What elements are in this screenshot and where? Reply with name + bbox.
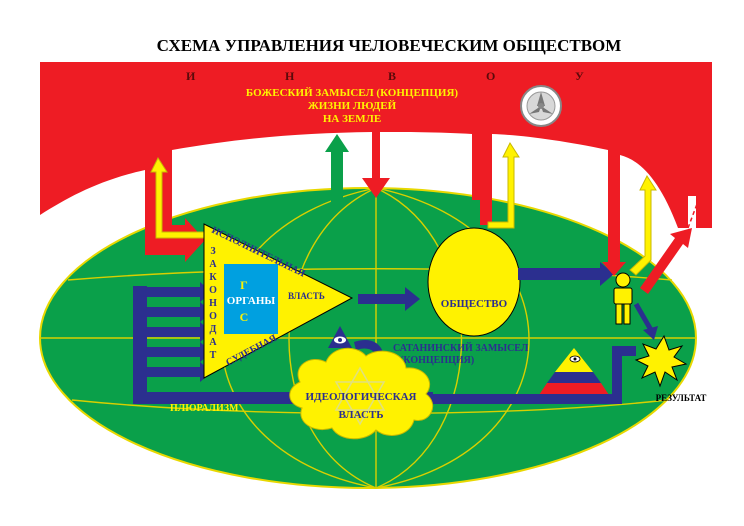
eye-triangle-icon [328, 326, 352, 348]
diagram-title: СХЕМА УПРАВЛЕНИЯ ЧЕЛОВЕЧЕСКИМ ОБЩЕСТВОМ [157, 36, 622, 55]
ideology-cloud [289, 347, 434, 440]
satanic-concept-line2: (КОНЦЕПЦИЯ) [400, 355, 474, 366]
power-label: ВЛАСТЬ [288, 291, 325, 301]
ideology-line2: ВЛАСТЬ [338, 409, 383, 421]
pluralism-label: ПЛЮРАЛИЗМ [170, 403, 239, 414]
leg-letter-7: Д [210, 324, 217, 335]
leg-letter-3: К [209, 272, 217, 283]
banner-letter-5: У [575, 69, 584, 83]
society-label: ОБЩЕСТВО [441, 298, 508, 310]
leg-letter-6: О [209, 311, 217, 322]
result-label: РЕЗУЛЬТАТ [656, 393, 707, 403]
organs-label: ОРГАНЫ [227, 295, 276, 307]
organs-box [224, 264, 278, 334]
arrow-to-society [358, 287, 420, 311]
organs-s: С [240, 310, 249, 324]
leg-letter-5: Н [209, 298, 217, 309]
arrow-to-person [518, 262, 614, 286]
dashed-line [687, 195, 701, 229]
satanic-concept-line1: САТАНИНСКИЙ ЗАМЫСЕЛ [393, 342, 529, 354]
banner-letter-2: Н [285, 69, 295, 83]
ideology-line1: ИДЕОЛОГИЧЕСКАЯ [306, 391, 417, 403]
banner-letter-1: И [186, 69, 196, 83]
yellow-arrow-right1 [629, 174, 657, 276]
yellow-arrow-society [487, 141, 520, 229]
organs-g: Г [240, 278, 248, 292]
divine-concept-line2: ЖИЗНИ ЛЮДЕЙ [308, 100, 397, 112]
emblem-icon [520, 85, 562, 127]
leg-letter-4: О [209, 285, 217, 296]
divine-concept-line3: НА ЗЕМЛЕ [323, 113, 381, 125]
person-figure [613, 272, 633, 325]
star-of-david-icon [334, 366, 386, 426]
society-circle [427, 227, 521, 337]
green-up-arrow [325, 134, 349, 202]
leg-letter-1: З [210, 246, 215, 257]
banner-letter-4: О [486, 69, 495, 83]
red-arrow-to-person [602, 250, 626, 276]
legislative-label: З А К О Н О Д А Т [209, 246, 217, 361]
arrow-to-result [633, 302, 654, 332]
pyramid-icon [539, 348, 609, 395]
red-arrow-right [640, 228, 692, 294]
result-starburst [634, 334, 688, 388]
divine-concept-line1: БОЖЕСКИЙ ЗАМЫСЕЛ (КОНЦЕПЦИЯ) [246, 87, 458, 99]
banner-letter-3: В [388, 69, 396, 83]
leg-letter-2: А [209, 259, 217, 270]
leg-letter-9: Т [210, 350, 217, 361]
arrow-ideology-result [430, 346, 636, 404]
leg-letter-8: А [209, 337, 217, 348]
